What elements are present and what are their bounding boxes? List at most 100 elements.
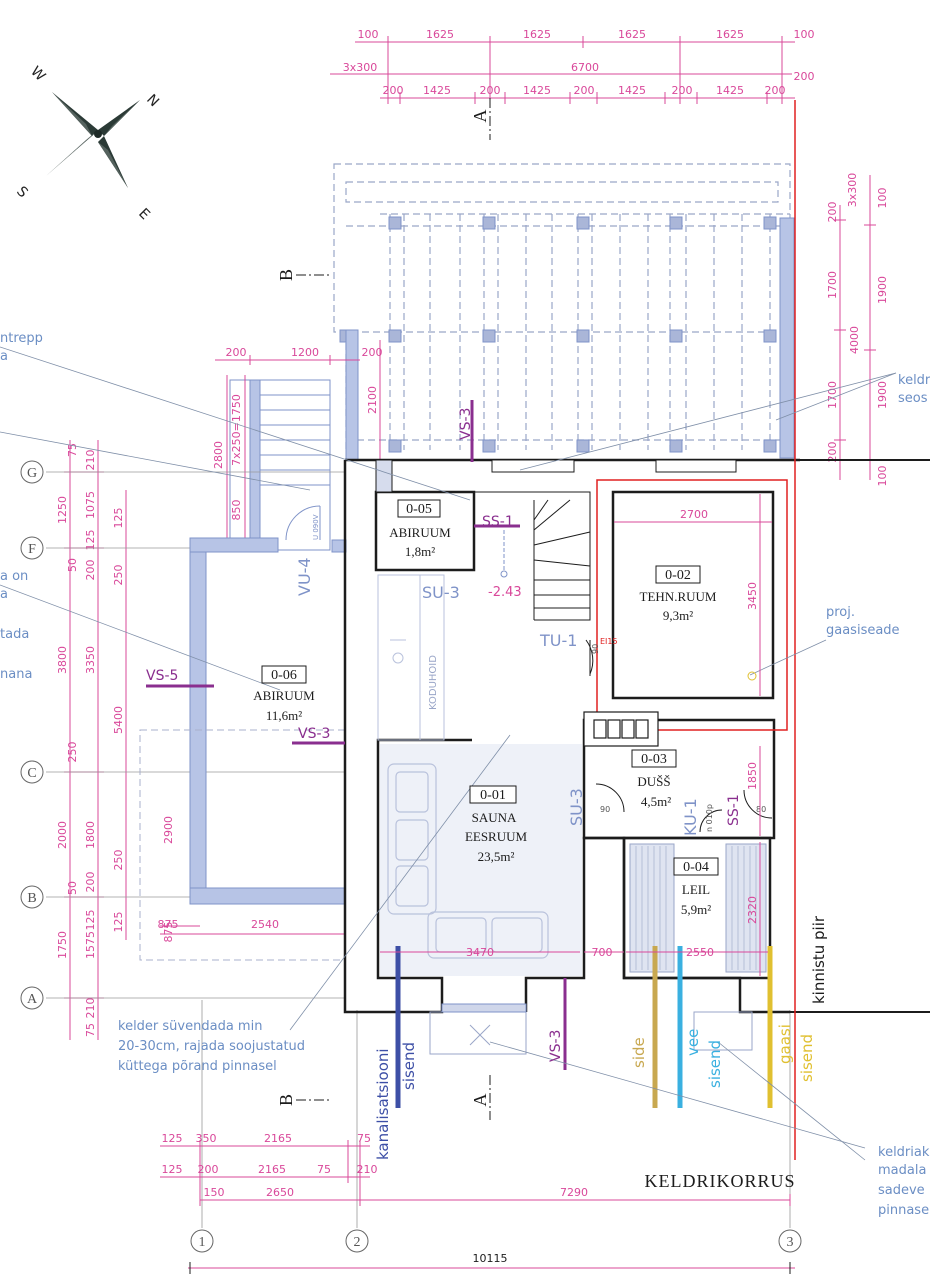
left-dim-2: 1200 bbox=[291, 346, 319, 359]
top-dim-1: 100 bbox=[358, 28, 379, 41]
left-dim-11: 1250 bbox=[56, 496, 69, 524]
room-code-0-01: 0-01 bbox=[480, 788, 506, 803]
util-gaas-1: gaasi bbox=[776, 1024, 794, 1064]
note-kinnistu: kinnistu piir bbox=[810, 915, 828, 1004]
right-dim-5: 1900 bbox=[876, 276, 889, 304]
left-dim-33: 875 bbox=[162, 922, 175, 943]
door-width-2: 90 bbox=[600, 805, 610, 814]
bottom-dim-5: 125 bbox=[162, 1163, 183, 1176]
note-br-2: madala bbox=[878, 1163, 926, 1178]
door-label-n010p: n 010p bbox=[705, 804, 714, 832]
bottom-dim-3: 2165 bbox=[264, 1132, 292, 1145]
left-dim-35: 210 bbox=[84, 998, 97, 1019]
top-dim-16: 200 bbox=[672, 84, 693, 97]
bottom-dim-7: 2165 bbox=[258, 1163, 286, 1176]
room-code-0-04: 0-04 bbox=[683, 860, 709, 875]
axis-1: 1 bbox=[199, 1235, 206, 1250]
left-dim-13: 50 bbox=[66, 558, 79, 572]
note-left-6: nana bbox=[0, 667, 32, 682]
tag-vs3-c: VS-3 bbox=[548, 1030, 564, 1062]
top-dim-11: 1425 bbox=[423, 84, 451, 97]
util-kanal-2: sisend bbox=[400, 1042, 418, 1090]
room-0-03: 0-03 DUŠŠ 4,5m² bbox=[631, 749, 677, 809]
util-vee-1: vee bbox=[684, 1029, 702, 1056]
note-cellar-3: küttega põrand pinnasel bbox=[118, 1059, 277, 1074]
left-dim-17: 3800 bbox=[56, 646, 69, 674]
top-dim-9: 200 bbox=[794, 70, 815, 83]
top-dim-12: 200 bbox=[480, 84, 501, 97]
left-dim-30: 125 bbox=[84, 910, 97, 931]
left-dim-25: 50 bbox=[66, 881, 79, 895]
util-kanal-1: kanalisatsiooni bbox=[374, 1048, 392, 1160]
note-gaas-2: gaasiseade bbox=[826, 623, 900, 638]
left-dim-29: 1575 bbox=[84, 931, 97, 959]
top-dim-2: 1625 bbox=[426, 28, 454, 41]
left-dim-19: 5400 bbox=[112, 706, 125, 734]
left-dim-1: 200 bbox=[226, 346, 247, 359]
room-name-0-03: DUŠŠ bbox=[637, 774, 670, 789]
top-dim-8: 6700 bbox=[571, 61, 599, 74]
top-dim-17: 1425 bbox=[716, 84, 744, 97]
room-code-0-02: 0-02 bbox=[665, 568, 691, 583]
int-dim-3: 1850 bbox=[746, 762, 759, 790]
left-dim-31: 875 bbox=[158, 918, 179, 931]
axis-g: G bbox=[27, 466, 37, 481]
left-dim-32: 2540 bbox=[251, 918, 279, 931]
note-right-1: keldr bbox=[898, 373, 930, 388]
bottom-dim-2: 350 bbox=[196, 1132, 217, 1145]
left-dim-4: 2100 bbox=[366, 386, 379, 414]
room-name-0-02: TEHN.RUUM bbox=[640, 589, 717, 604]
room-area-0-01: 23,5m² bbox=[478, 849, 515, 864]
int-dim-4: 2320 bbox=[746, 896, 759, 924]
int-dim-6: 700 bbox=[592, 946, 613, 959]
left-dim-15: 200 bbox=[84, 560, 97, 581]
int-dim-2: 3450 bbox=[746, 582, 759, 610]
note-cellar-2: 20-30cm, rajada soojustatud bbox=[118, 1039, 305, 1054]
bottom-total-dim: 10115 bbox=[473, 1252, 508, 1265]
note-br-1: keldriak bbox=[878, 1145, 930, 1160]
left-dim-12: 125 bbox=[112, 508, 125, 529]
int-dim-7: 2550 bbox=[686, 946, 714, 959]
bottom-dim-4: 75 bbox=[357, 1132, 371, 1145]
room-area-0-03: 4,5m² bbox=[641, 794, 671, 809]
top-dim-14: 200 bbox=[574, 84, 595, 97]
left-dim-20: 250 bbox=[66, 742, 79, 763]
top-dim-4: 1625 bbox=[618, 28, 646, 41]
bottom-dim-6: 200 bbox=[198, 1163, 219, 1176]
left-dim-34: 75 bbox=[84, 1023, 97, 1037]
note-br-4: pinnase bbox=[878, 1203, 929, 1218]
room-name-0-01: SAUNA bbox=[472, 810, 517, 825]
left-dim-26: 200 bbox=[84, 872, 97, 893]
room-area-0-04: 5,9m² bbox=[681, 902, 711, 917]
top-dim-18: 200 bbox=[765, 84, 786, 97]
right-dim-8: 1900 bbox=[876, 381, 889, 409]
left-dim-23: 2900 bbox=[162, 816, 175, 844]
note-right-2: seos bbox=[898, 391, 928, 406]
room-code-0-05: 0-05 bbox=[406, 502, 432, 517]
axis-a: A bbox=[27, 992, 38, 1007]
left-dim-21: 2000 bbox=[56, 821, 69, 849]
right-dim-4: 1700 bbox=[826, 271, 839, 299]
left-dim-7: 850 bbox=[230, 500, 243, 521]
note-br-3: sadeve bbox=[878, 1183, 925, 1198]
note-gaas-1: proj. bbox=[826, 605, 855, 620]
koduhoid-label: KODUHOID bbox=[428, 655, 439, 710]
top-dim-7: 3x300 bbox=[343, 61, 378, 74]
door-width-1: 90 bbox=[591, 644, 600, 654]
compass-rose-icon bbox=[46, 92, 140, 188]
room-area-0-06: 11,6m² bbox=[266, 708, 302, 723]
bottom-dim-10: 150 bbox=[204, 1186, 225, 1199]
section-b-top: B bbox=[276, 269, 296, 281]
right-dim-7: 1700 bbox=[826, 381, 839, 409]
floor-title: KELDRIKORRUS bbox=[644, 1171, 795, 1191]
door-label-u090v: U 090V bbox=[312, 514, 320, 540]
bottom-dim-11: 2650 bbox=[266, 1186, 294, 1199]
bottom-dim-1: 125 bbox=[162, 1132, 183, 1145]
room-area-0-05: 1,8m² bbox=[405, 544, 435, 559]
axis-f: F bbox=[28, 542, 36, 557]
left-dim-5: 2800 bbox=[212, 441, 225, 469]
tag-ei15: EI15 bbox=[600, 637, 618, 646]
tag-vs3-b: VS-3 bbox=[298, 726, 330, 742]
tag-tu1: TU-1 bbox=[539, 631, 577, 650]
